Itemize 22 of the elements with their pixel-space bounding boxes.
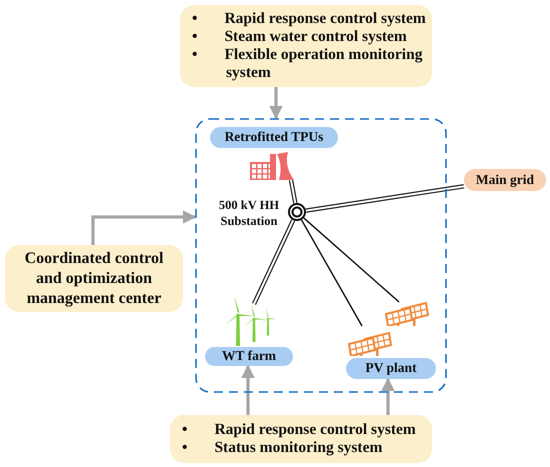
- bullet-item: • Flexible operation monitoring system: [192, 46, 424, 82]
- grid-label: Main grid: [464, 169, 546, 191]
- control-center-box: Coordinated control and optimization management center: [5, 245, 183, 312]
- farm-label: WT farm: [205, 347, 293, 366]
- bullet-item: • Steam water control system: [192, 28, 408, 46]
- info-panel: [170, 415, 432, 463]
- arrow: [269, 87, 283, 120]
- arrow: [381, 378, 395, 415]
- double-power-line: [252, 218, 296, 306]
- arrow: [91, 210, 196, 245]
- power-line: [303, 217, 400, 303]
- arrow: [241, 364, 255, 415]
- unit-label: Retrofitted TPUs: [210, 127, 338, 148]
- double-power-line: [305, 184, 465, 213]
- power-line: [300, 219, 363, 326]
- bullet-item: • Rapid response control system: [182, 421, 416, 439]
- substation-label: 500 kV HH Substation: [218, 197, 280, 229]
- double-power-line: [288, 179, 298, 204]
- bullet-item: • Rapid response control system: [192, 10, 427, 28]
- bullet-item: • Status monitoring system: [182, 439, 384, 457]
- plant-label: PV plant: [346, 358, 436, 379]
- info-panel: [180, 5, 432, 87]
